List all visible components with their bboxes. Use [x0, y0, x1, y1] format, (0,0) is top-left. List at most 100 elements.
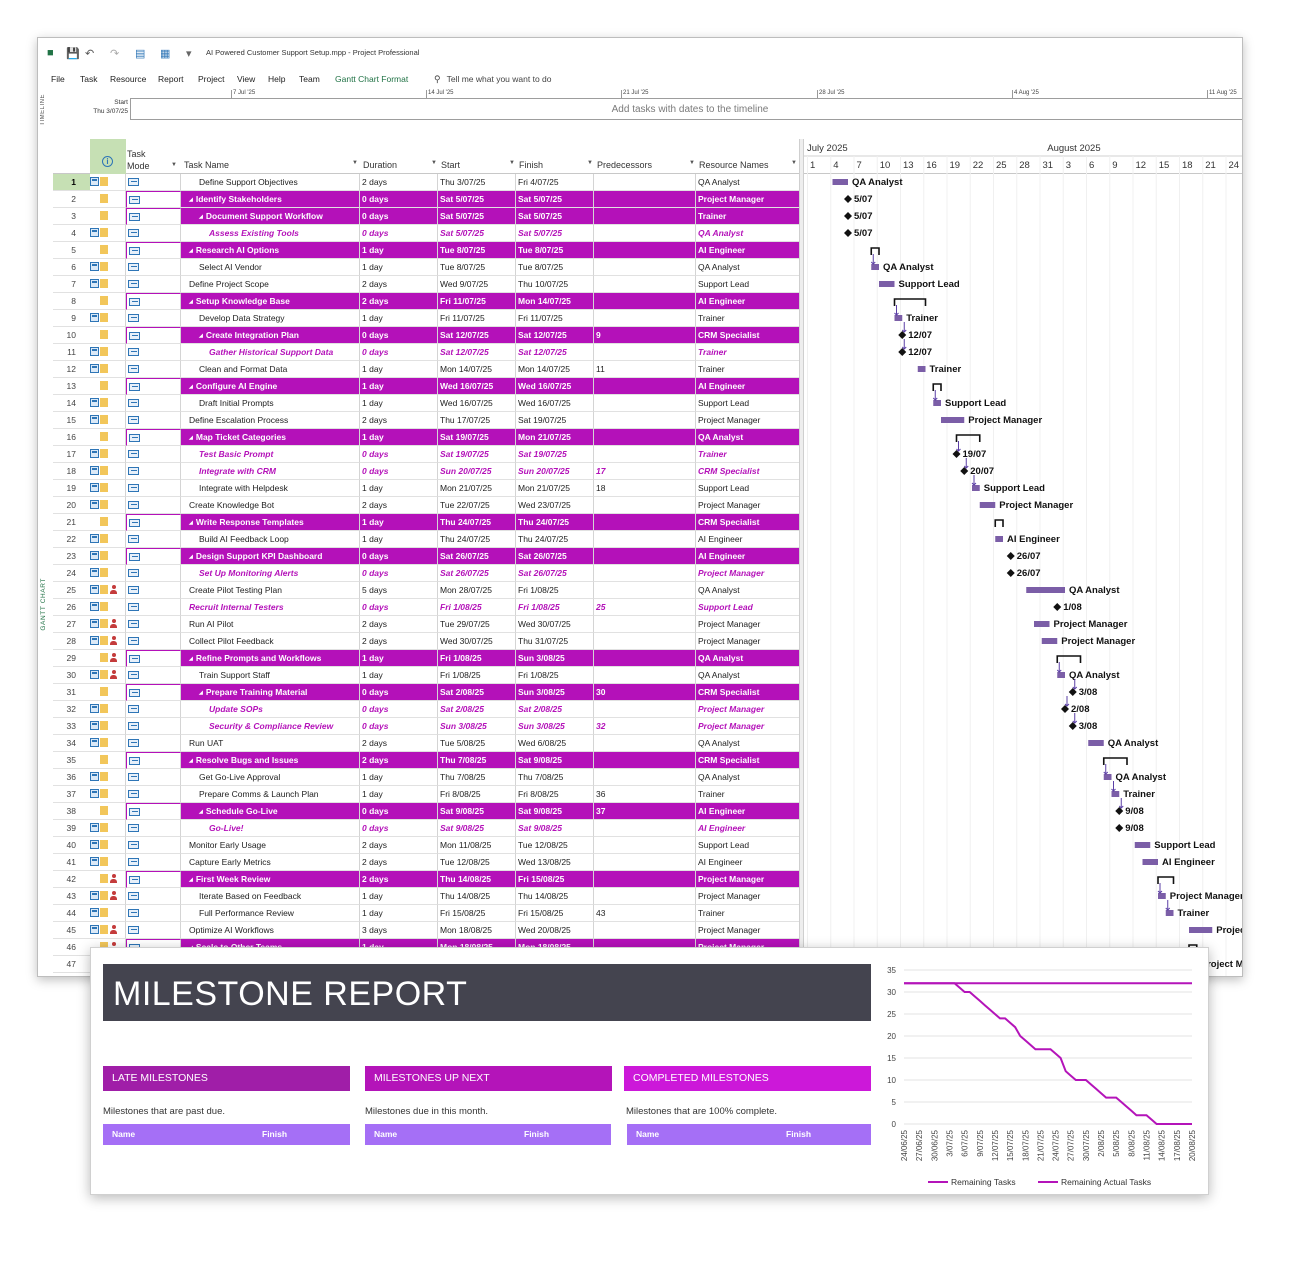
row-id[interactable]: 43	[53, 888, 90, 905]
finish-cell[interactable]: Sat 12/07/25	[516, 344, 594, 361]
task-bar[interactable]	[879, 281, 895, 287]
start-cell[interactable]: Tue 29/07/25	[438, 616, 516, 633]
task-name-cell[interactable]: Build AI Feedback Loop	[181, 531, 360, 548]
collapse-triangle-icon[interactable]: ◢	[189, 519, 193, 526]
scheduling-icon[interactable]	[100, 245, 108, 254]
resource-cell[interactable]: Project Manager	[696, 412, 799, 429]
task-name-cell[interactable]: Update SOPs	[181, 701, 360, 718]
menu-project[interactable]: Project	[198, 74, 225, 84]
duration-cell[interactable]: 0 days	[360, 684, 438, 701]
duration-cell[interactable]: 0 days	[360, 548, 438, 565]
predecessors-cell[interactable]: 17	[594, 463, 696, 480]
milestone-diamond[interactable]	[1006, 569, 1015, 577]
row-task-mode[interactable]	[126, 905, 181, 922]
start-cell[interactable]: Fri 1/08/25	[438, 650, 516, 667]
predecessors-cell[interactable]	[594, 208, 696, 225]
row-task-mode[interactable]	[126, 718, 181, 735]
task-bar[interactable]	[1088, 740, 1104, 746]
resource-cell[interactable]: Project Manager	[696, 616, 799, 633]
indicators-header[interactable]: i	[90, 139, 126, 174]
task-name-cell[interactable]: Develop Data Strategy	[181, 310, 360, 327]
resource-cell[interactable]: QA Analyst	[696, 667, 799, 684]
notes-icon[interactable]	[90, 466, 99, 475]
start-cell[interactable]: Sat 12/07/25	[438, 344, 516, 361]
predecessors-cell[interactable]: 37	[594, 803, 696, 820]
predecessors-cell[interactable]	[594, 531, 696, 548]
resource-cell[interactable]: Support Lead	[696, 276, 799, 293]
notes-icon[interactable]	[90, 415, 99, 424]
task-bar[interactable]	[894, 315, 903, 321]
row-task-mode[interactable]	[126, 276, 181, 293]
finish-cell[interactable]: Sun 3/08/25	[516, 718, 594, 735]
notes-icon[interactable]	[90, 670, 99, 679]
notes-icon[interactable]	[90, 891, 99, 900]
task-name-cell[interactable]: Recruit Internal Testers	[181, 599, 360, 616]
duration-cell[interactable]: 1 day	[360, 480, 438, 497]
predecessors-cell[interactable]	[594, 446, 696, 463]
start-cell[interactable]: Sat 26/07/25	[438, 548, 516, 565]
row-task-mode[interactable]	[126, 616, 181, 633]
predecessors-cell[interactable]	[594, 667, 696, 684]
row-id[interactable]: 9	[53, 310, 90, 327]
task-name-cell[interactable]: Iterate Based on Feedback	[181, 888, 360, 905]
task-name-cell[interactable]: Run UAT	[181, 735, 360, 752]
predecessors-cell[interactable]	[594, 225, 696, 242]
task-bar[interactable]	[1026, 587, 1065, 593]
finish-cell[interactable]: Sat 9/08/25	[516, 820, 594, 837]
finish-cell[interactable]: Thu 7/08/25	[516, 769, 594, 786]
scheduling-icon[interactable]	[100, 398, 108, 407]
task-name-cell[interactable]: Prepare Comms & Launch Plan	[181, 786, 360, 803]
milestone-diamond[interactable]	[898, 331, 907, 339]
finish-cell[interactable]: Wed 23/07/25	[516, 497, 594, 514]
predecessors-cell[interactable]	[594, 922, 696, 939]
resource-cell[interactable]: Support Lead	[696, 837, 799, 854]
row-task-mode[interactable]	[126, 837, 181, 854]
notes-icon[interactable]	[90, 772, 99, 781]
finish-cell[interactable]: Fri 1/08/25	[516, 667, 594, 684]
task-bar[interactable]	[972, 485, 980, 491]
resource-cell[interactable]: QA Analyst	[696, 259, 799, 276]
milestone-diamond[interactable]	[898, 348, 907, 356]
row-task-mode[interactable]	[126, 480, 181, 497]
resource-cell[interactable]: Project Manager	[696, 718, 799, 735]
row-task-mode[interactable]	[126, 565, 181, 582]
summary-bracket[interactable]	[932, 383, 942, 391]
finish-cell[interactable]: Sat 2/08/25	[516, 701, 594, 718]
resource-cell[interactable]: Trainer	[696, 310, 799, 327]
finish-cell[interactable]: Sun 3/08/25	[516, 650, 594, 667]
row-task-mode[interactable]	[126, 548, 181, 565]
row-id[interactable]: 24	[53, 565, 90, 582]
task-name-cell[interactable]: Collect Pilot Feedback	[181, 633, 360, 650]
duration-cell[interactable]: 3 days	[360, 922, 438, 939]
duration-cell[interactable]: 0 days	[360, 718, 438, 735]
row-task-mode[interactable]	[126, 854, 181, 871]
row-id[interactable]: 30	[53, 667, 90, 684]
task-name-cell[interactable]: ◢Refine Prompts and Workflows	[181, 650, 360, 667]
task-name-cell[interactable]: Integrate with Helpdesk	[181, 480, 360, 497]
row-id[interactable]: 23	[53, 548, 90, 565]
row-id[interactable]: 13	[53, 378, 90, 395]
menu-help[interactable]: Help	[268, 74, 286, 84]
scheduling-icon[interactable]	[100, 908, 108, 917]
task-name-cell[interactable]: ◢Resolve Bugs and Issues	[181, 752, 360, 769]
finish-cell[interactable]: Wed 30/07/25	[516, 616, 594, 633]
finish-cell[interactable]: Mon 21/07/25	[516, 429, 594, 446]
resource-cell[interactable]: CRM Specialist	[696, 752, 799, 769]
row-id[interactable]: 8	[53, 293, 90, 310]
finish-cell[interactable]: Wed 6/08/25	[516, 735, 594, 752]
collapse-triangle-icon[interactable]: ◢	[189, 876, 193, 883]
task-name-cell[interactable]: ◢Map Ticket Categories	[181, 429, 360, 446]
scheduling-icon[interactable]	[100, 925, 108, 934]
scheduling-icon[interactable]	[100, 194, 108, 203]
duration-cell[interactable]: 1 day	[360, 378, 438, 395]
